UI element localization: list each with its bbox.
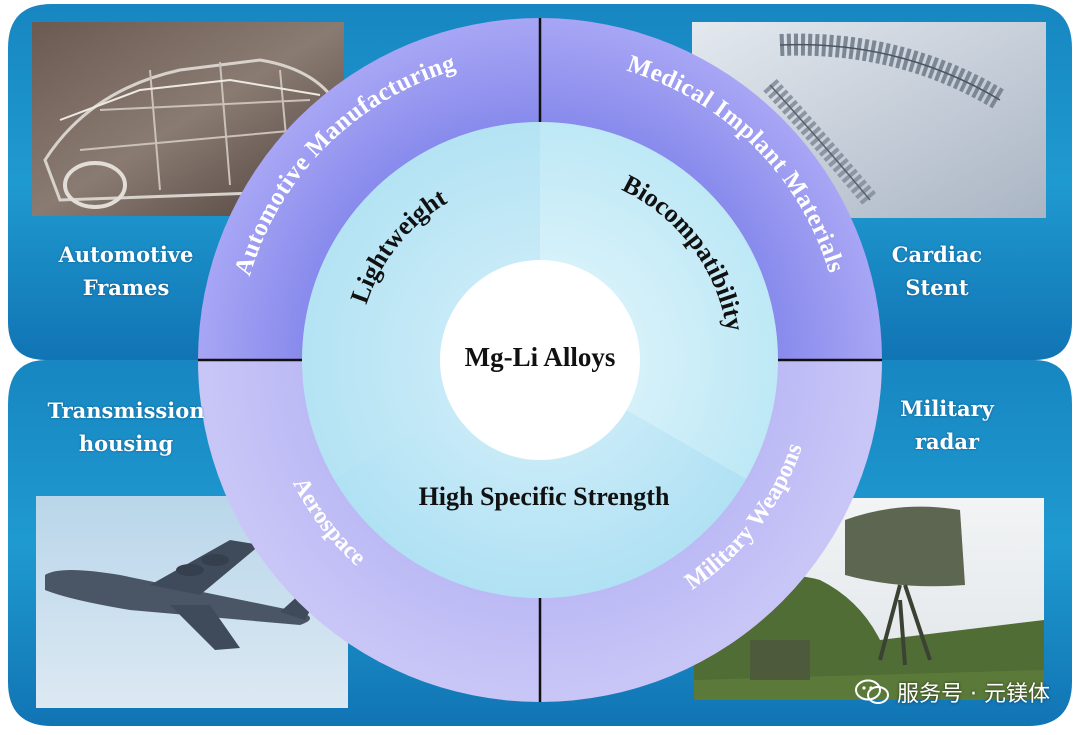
corner-line: housing [78, 431, 174, 456]
corner-label-military-radar: Military radar [872, 392, 1022, 458]
corner-line: Stent [905, 275, 969, 300]
corner-line: Frames [82, 275, 170, 300]
corner-label-transmission-housing: Transmission housing [40, 394, 212, 460]
watermark-text: 服务号 · 元镁体 [897, 682, 1050, 707]
center-circle [440, 260, 640, 460]
corner-label-automotive-frames: Automotive Frames [46, 238, 206, 304]
corner-line: Military [900, 396, 994, 421]
center-title: Mg-Li Alloys [465, 342, 616, 372]
watermark: 服务号 · 元镁体 [855, 676, 1050, 708]
application-ring [198, 18, 882, 702]
corner-line: Transmission [47, 398, 205, 423]
corner-line: Cardiac [891, 242, 983, 267]
corner-line: radar [914, 429, 980, 454]
wechat-icon [855, 679, 890, 705]
divider-lines [198, 18, 882, 702]
corner-label-cardiac-stent: Cardiac Stent [862, 238, 1012, 304]
corner-line: Automotive [58, 242, 194, 267]
property-high-specific-strength-label: High Specific Strength [419, 482, 670, 511]
